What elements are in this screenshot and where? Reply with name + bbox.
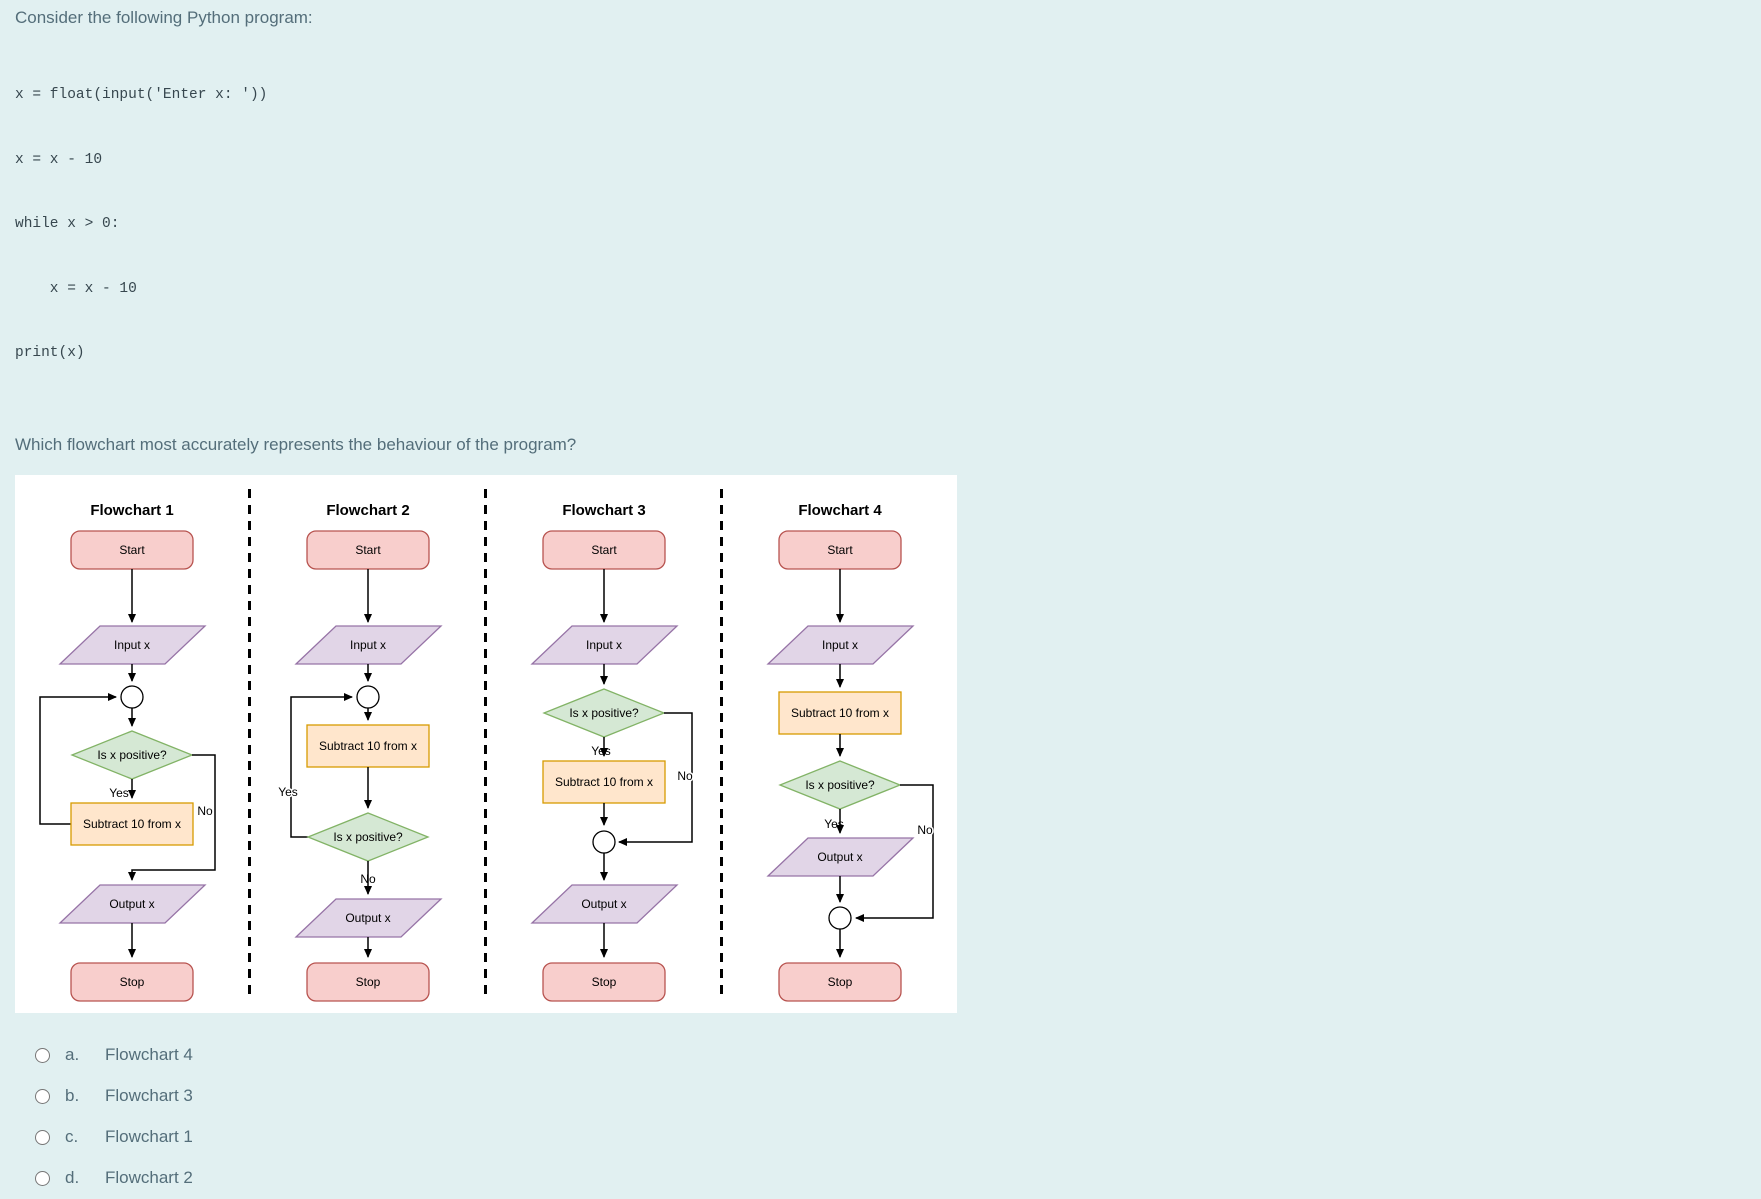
option-key: d. bbox=[65, 1168, 80, 1187]
code-line: x = x - 10 bbox=[15, 151, 103, 168]
question-intro: Consider the following Python program: bbox=[15, 8, 313, 27]
fc3-output-label: Output x bbox=[581, 897, 626, 911]
fc1-input-label: Input x bbox=[114, 638, 150, 652]
fc2-yes-label: Yes bbox=[278, 785, 298, 799]
fc4-output-node bbox=[766, 836, 915, 877]
column-divider bbox=[720, 488, 723, 1001]
fc2-stop-label: Stop bbox=[356, 975, 381, 989]
fc4-connector-circle bbox=[828, 905, 852, 930]
fc2-input-node bbox=[294, 624, 443, 665]
flowchart-1-title: Flowchart 1 bbox=[90, 502, 173, 519]
fc1-loop-back-arrow bbox=[39, 692, 117, 825]
option-row-a: a. Flowchart 4 bbox=[15, 1035, 1761, 1076]
option-label: Flowchart 3 bbox=[105, 1086, 193, 1105]
fc4-output-label: Output x bbox=[817, 850, 862, 864]
fc4-subtract-node bbox=[778, 690, 902, 735]
fc4-start-label: Start bbox=[827, 543, 853, 557]
code-block: x = float(input('Enter x: ')) x = x - 10… bbox=[15, 42, 1761, 408]
fc3-yes-label: Yes bbox=[591, 744, 611, 758]
fc3-subtract-label: Subtract 10 from x bbox=[555, 775, 653, 789]
fc4-stop-label: Stop bbox=[828, 975, 853, 989]
fc1-start-label: Start bbox=[119, 543, 145, 557]
fc3-start-label: Start bbox=[591, 543, 617, 557]
code-line: print(x) bbox=[15, 345, 85, 361]
fc1-subtract-node bbox=[70, 801, 194, 846]
flowchart-2-title: Flowchart 2 bbox=[326, 502, 409, 519]
option-key: b. bbox=[65, 1086, 80, 1105]
fc3-no-label: No bbox=[677, 769, 693, 783]
option-label: Flowchart 1 bbox=[105, 1127, 193, 1146]
option-radio-b[interactable] bbox=[35, 1088, 50, 1104]
flowchart-3-title: Flowchart 3 bbox=[562, 502, 645, 519]
fc2-output-label: Output x bbox=[345, 911, 390, 925]
fc2-subtract-label: Subtract 10 from x bbox=[319, 739, 417, 753]
fc3-stop-label: Stop bbox=[592, 975, 617, 989]
option-key: c. bbox=[65, 1127, 79, 1146]
code-line: x = float(input('Enter x: ')) bbox=[15, 87, 268, 103]
fc2-input-label: Input x bbox=[350, 638, 386, 652]
fc1-no-branch-arrow bbox=[128, 753, 216, 881]
fc2-subtract-node bbox=[306, 723, 430, 768]
question-text: Which flowchart most accurately represen… bbox=[15, 434, 577, 454]
option-row-d: d. Flowchart 2 bbox=[15, 1158, 1761, 1199]
answer-options: a. Flowchart 4 b. Flowchart 3 c. Flowcha… bbox=[15, 1035, 1761, 1199]
flowchart-1-diagram: Flowchart 1 Start Input x Is x positive?… bbox=[39, 502, 216, 1002]
fc2-loop-back-arrow bbox=[290, 692, 353, 838]
fc1-input-node bbox=[58, 624, 207, 665]
flowchart-2-diagram: Flowchart 2 Start Input x Yes Subtract 1… bbox=[277, 502, 443, 1002]
fc4-input-label: Input x bbox=[822, 638, 858, 652]
fc4-input-node bbox=[766, 624, 915, 665]
code-line: while x > 0: bbox=[15, 216, 120, 232]
option-radio-d[interactable] bbox=[35, 1170, 50, 1186]
option-row-b: b. Flowchart 3 bbox=[15, 1076, 1761, 1117]
fc2-decision-label: Is x positive? bbox=[333, 830, 403, 844]
fc4-no-branch-arrow bbox=[855, 783, 934, 922]
fc1-decision-label: Is x positive? bbox=[97, 748, 167, 762]
fc3-connector-circle bbox=[592, 829, 616, 854]
option-radio-c[interactable] bbox=[35, 1129, 50, 1145]
option-label: Flowchart 4 bbox=[105, 1045, 193, 1064]
fc4-decision-label: Is x positive? bbox=[805, 778, 875, 792]
fc1-output-label: Output x bbox=[109, 897, 154, 911]
fc1-connector-circle bbox=[120, 684, 144, 709]
flowchart-3-diagram: Flowchart 3 Start Input x Is x positive?… bbox=[530, 502, 694, 1002]
column-divider bbox=[248, 488, 251, 1001]
fc3-no-branch-arrow bbox=[618, 711, 693, 846]
fc4-yes-label: Yes bbox=[824, 817, 844, 831]
fc3-input-node bbox=[530, 624, 679, 665]
fc3-input-label: Input x bbox=[586, 638, 622, 652]
fc1-yes-label: Yes bbox=[109, 786, 129, 800]
fc2-connector-circle bbox=[356, 684, 380, 709]
fc4-subtract-label: Subtract 10 from x bbox=[791, 706, 889, 720]
column-divider bbox=[484, 488, 487, 1001]
flowchart-panel: Flowchart 1 Start Input x Is x positive?… bbox=[15, 474, 957, 1013]
fc3-decision-label: Is x positive? bbox=[569, 706, 639, 720]
option-key: a. bbox=[65, 1045, 80, 1064]
option-label: Flowchart 2 bbox=[105, 1168, 193, 1187]
fc4-no-label: No bbox=[917, 823, 933, 837]
fc1-stop-label: Stop bbox=[120, 975, 145, 989]
fc1-no-label: No bbox=[197, 804, 213, 818]
fc1-subtract-label: Subtract 10 from x bbox=[83, 817, 181, 831]
option-radio-a[interactable] bbox=[35, 1047, 50, 1063]
code-line: x = x - 10 bbox=[15, 280, 137, 297]
flowchart-4-diagram: Flowchart 4 Start Input x Subtract 10 fr… bbox=[766, 502, 934, 1002]
fc2-start-label: Start bbox=[355, 543, 381, 557]
flowchart-4-title: Flowchart 4 bbox=[798, 502, 882, 519]
option-row-c: c. Flowchart 1 bbox=[15, 1117, 1761, 1158]
